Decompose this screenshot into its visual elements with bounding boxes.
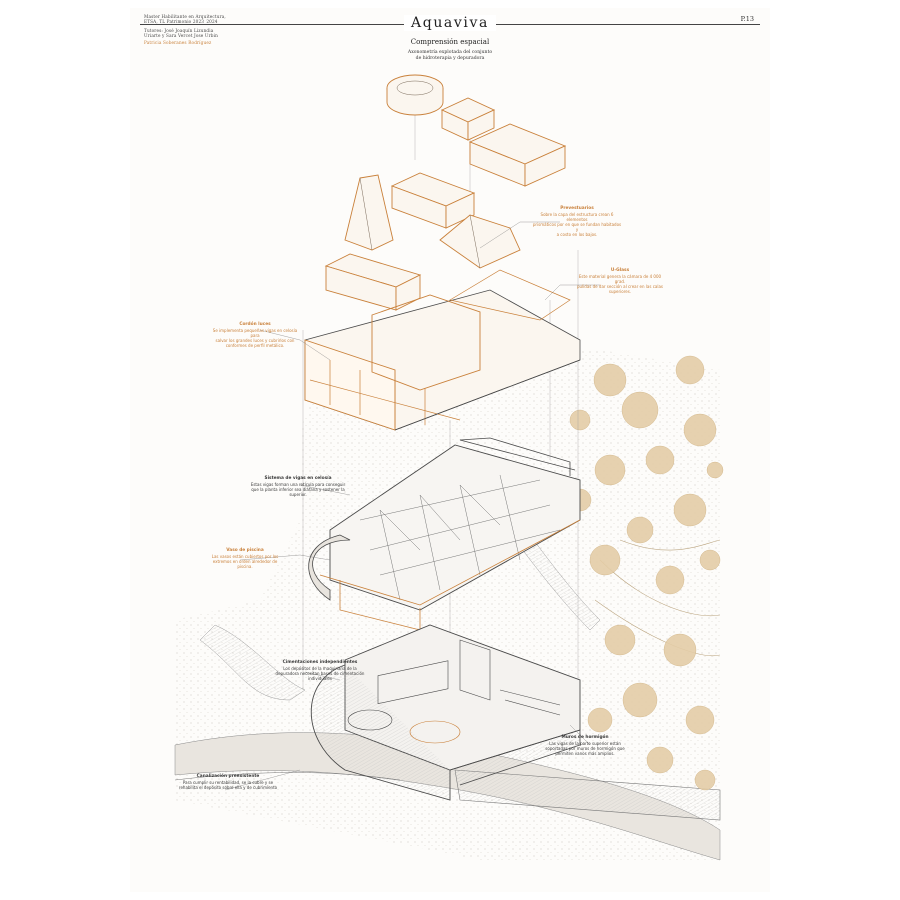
annotation-vaso-piscina: Vaso de piscina Las vasos están cubierto…	[200, 548, 290, 569]
annotation-text: Sobre la capa del estructura crean 6 ele…	[540, 212, 614, 222]
page-number: P.13	[740, 15, 754, 23]
path-wall	[199, 624, 306, 701]
cube-module-3	[390, 172, 476, 229]
annotation-canalizacion: Canalización preexistente Para cumplir s…	[178, 774, 278, 790]
annotation-text: Los depósitos de la maquinaria de la	[283, 666, 357, 671]
meta-line: Tutores: José Joaquín Lizundia	[144, 28, 214, 33]
gabled-module	[439, 214, 521, 269]
upper-modules	[324, 74, 567, 311]
annotation-text: Para cumplir su rentabilidad, se la cubr…	[182, 780, 274, 785]
annotation-text: conformes de perfil metálico.	[225, 343, 285, 348]
annotation-text: depuradora necesitan bases de cimentació…	[275, 671, 365, 676]
page-title: Aquaviva	[0, 15, 900, 31]
annotation-vigas-celosia: Sistema de vigas en celosía Estas vigas …	[248, 476, 348, 497]
meta-line: Uriarte y Sara Vercet Jose Urbin	[144, 33, 218, 39]
ground-level	[310, 624, 581, 801]
description-line: Axonometría explotada del conjunto	[407, 50, 493, 55]
annotation-text: Se implementa pequeñas vigas en celosía …	[212, 328, 298, 338]
meta-line: Master Habilitante en Arquitectura,	[144, 14, 226, 19]
annotation-text: soportadas por muros de hormigón que	[545, 746, 625, 751]
annotation-heading: Vaso de piscina	[226, 548, 264, 553]
truss-level	[308, 437, 581, 631]
annotation-text: rehabilita el depósito sobre ella y de c…	[178, 785, 278, 790]
annotation-heading: U-Glass	[610, 268, 630, 273]
annotation-text: que la planta inferior sea diáfana y sos…	[251, 487, 345, 492]
annotation-cimentaciones: Cimentaciones independientes Los depósit…	[270, 660, 370, 681]
annotation-heading: Cimentaciones independientes	[282, 660, 358, 665]
annotation-text: Este material genera la cámara de 4 000 …	[578, 274, 662, 284]
annotation-uglass: U-Glass Este material genera la cámara d…	[575, 268, 665, 294]
annotation-text: salvar los grandes luces y cubrirlos con	[215, 338, 295, 343]
annotation-text: permiten vanos más amplios.	[555, 751, 615, 756]
leader-lines	[224, 221, 600, 791]
annotation-text: pulidas de dar sección al crear en las c…	[576, 284, 664, 289]
upper-level	[304, 269, 581, 431]
annotation-text: Las vasos están cubiertos por los	[211, 554, 279, 559]
annotation-muros-hormigon: Muros de hormigón Las vigas de la parte …	[535, 735, 635, 756]
annotation-text: Estas vigas forman una retícula para con…	[250, 482, 346, 487]
circular-module	[386, 74, 444, 116]
author-name: Patricia Soberanes Rodríguez	[144, 40, 212, 45]
drawing-description: Axonometría explotada del conjunto de hi…	[0, 50, 900, 62]
annotation-text: extremos en orden alrededor de	[212, 559, 278, 564]
meta-line: ETSA, TL Patrimonio 2023_2024	[144, 19, 218, 25]
tutors-info: Tutores: José Joaquín Lizundia Uriarte y…	[144, 28, 218, 39]
annotation-text: superiores.	[608, 289, 632, 294]
landscape	[174, 350, 721, 861]
annotation-text: prismáticos por en que se fundan habitad…	[532, 222, 622, 232]
annotation-heading: Prevestuarios	[560, 206, 594, 211]
annotation-cordon-luces: Cordón luces Se implementa pequeñas viga…	[210, 322, 300, 348]
annotation-prevestuarios: Prevestuarios Sobre la capa del estructu…	[532, 206, 622, 237]
tower-module	[344, 174, 394, 251]
cube-module-1	[440, 97, 496, 141]
retaining-wall	[454, 769, 721, 821]
annotation-text: Las vigas de la parte superior están	[549, 741, 621, 746]
page-subtitle: Comprensión espacial	[410, 38, 490, 46]
trees	[568, 355, 724, 791]
description-line: de hidroterapia y depuradora	[415, 56, 485, 61]
annotation-text: piscina.	[237, 564, 253, 569]
course-info: Master Habilitante en Arquitectura, ETSA…	[144, 14, 226, 25]
annotation-text: superior.	[289, 492, 307, 497]
annotation-text: individuales	[308, 676, 332, 681]
box-module	[324, 253, 422, 311]
annotation-heading: Canalización preexistente	[196, 774, 260, 779]
truss-grid	[359, 474, 561, 601]
annotation-heading: Sistema de vigas en celosía	[264, 476, 332, 481]
cube-module-2	[468, 123, 567, 187]
annotation-heading: Muros de hormigón	[561, 735, 609, 740]
annotation-text: a costo en los bajos.	[556, 232, 598, 237]
annotation-heading: Cordón luces	[239, 322, 271, 327]
